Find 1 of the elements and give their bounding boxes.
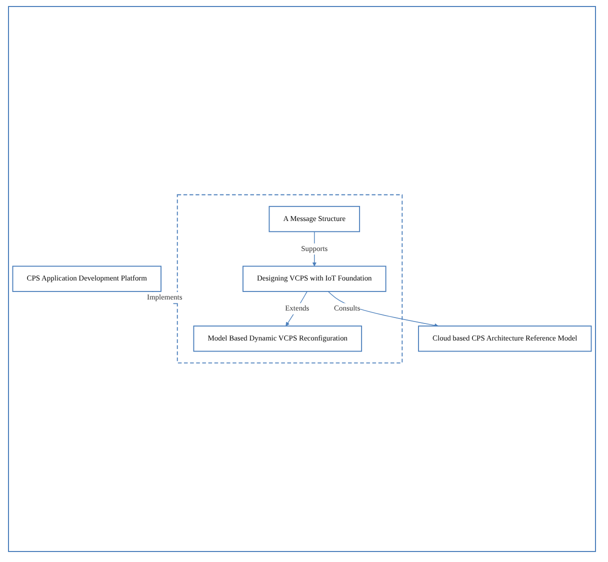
arrow [328, 291, 438, 328]
